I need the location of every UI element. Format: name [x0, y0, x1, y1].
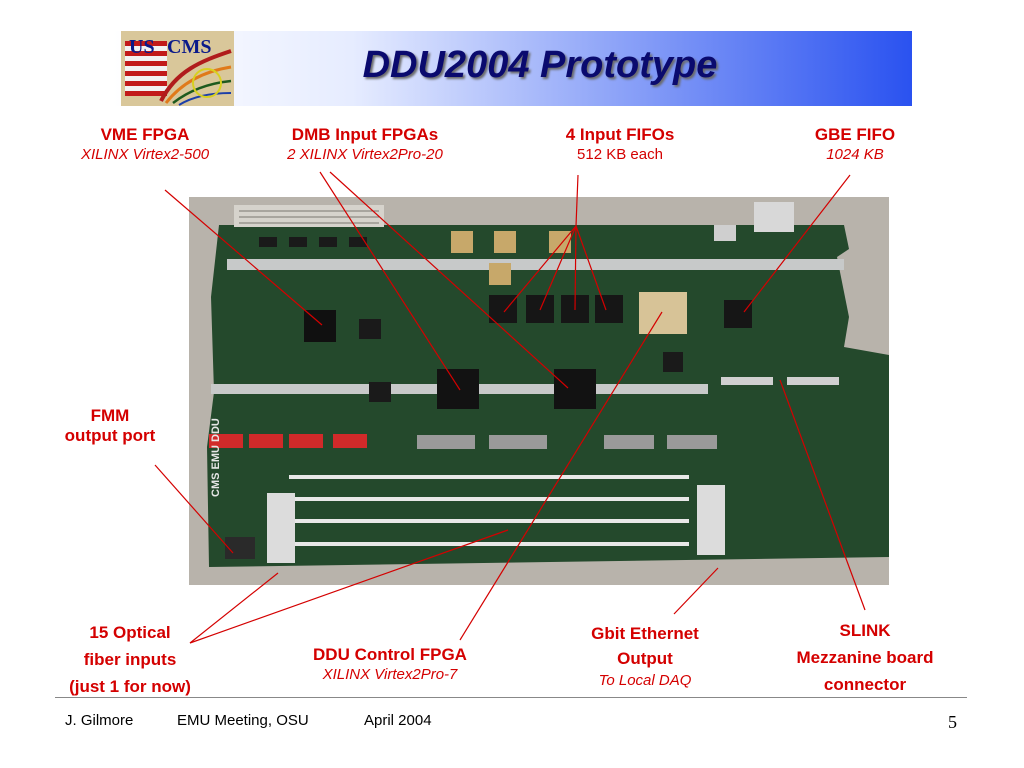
label-dmb-input-fpgas: DMB Input FPGAs 2 XILINX Virtex2Pro-20 — [250, 125, 480, 165]
vme-fpga-chip — [304, 310, 336, 342]
input-fifo-chip-2 — [526, 295, 554, 323]
label-vme-fpga-title: VME FPGA — [100, 125, 190, 144]
label-fmm-line1: FMM — [90, 406, 130, 425]
slide-title: DDU2004 Prototype — [362, 44, 718, 86]
footer-divider — [55, 697, 967, 698]
label-ddu-control-title: DDU Control FPGA — [313, 645, 467, 664]
slink-connector-right — [787, 377, 839, 385]
label-optical-inputs: 15 Optical fiber inputs (just 1 for now) — [40, 619, 220, 700]
ddu-board-photo: CMS EMU DDU — [189, 197, 889, 585]
page-number: 5 — [948, 712, 957, 732]
logo-cms-text: CMS — [167, 36, 211, 58]
dmb-input-fpga-1 — [437, 369, 479, 409]
board-silkscreen-label: CMS EMU DDU — [210, 418, 222, 497]
input-fifo-chip-3 — [561, 295, 589, 323]
input-fifo-chip-4 — [595, 295, 623, 323]
dip-switch-2 — [249, 434, 283, 448]
uscms-logo: US CMS — [121, 31, 234, 106]
label-optical-line1: 15 Optical — [89, 623, 171, 642]
label-gbe-fifo-sub: 1024 KB — [826, 146, 884, 163]
gbit-ethernet-transceiver — [697, 485, 725, 555]
label-slink-line2: Mezzanine board — [796, 648, 934, 667]
label-slink-line1: SLINK — [839, 621, 891, 640]
label-dmb-input-sub: 2 XILINX Virtex2Pro-20 — [287, 146, 443, 163]
footer-date: April 2004 — [364, 712, 432, 729]
label-gbit-line1: Gbit Ethernet — [591, 624, 699, 643]
ddu-control-fpga-chip — [639, 292, 687, 334]
label-ddu-control-fpga: DDU Control FPGA XILINX Virtex2Pro-7 — [280, 645, 500, 685]
label-fmm-line2: output port — [64, 426, 156, 445]
label-gbe-fifo-title: GBE FIFO — [814, 125, 896, 144]
label-gbe-fifo: GBE FIFO 1024 KB — [780, 125, 930, 165]
label-slink-line3: connector — [823, 675, 907, 694]
slink-connector-left — [721, 377, 773, 385]
label-input-fifos-sub: 512 KB each — [577, 146, 663, 163]
dip-switch-1 — [209, 434, 243, 448]
fmm-output-port — [225, 537, 255, 559]
footer-meeting: EMU Meeting, OSU — [177, 712, 309, 729]
gbe-fifo-chip — [724, 300, 752, 328]
label-optical-line2: fiber inputs — [83, 650, 177, 669]
dmb-input-fpga-2 — [554, 369, 596, 409]
label-slink: SLINK Mezzanine board connector — [765, 617, 965, 698]
top-connector — [754, 202, 794, 232]
stiffener-rail-top — [227, 259, 844, 270]
footer-author: J. Gilmore — [65, 712, 134, 729]
label-dmb-input-title: DMB Input FPGAs — [291, 125, 439, 144]
vme-connector — [234, 205, 384, 227]
input-fifo-chip-1 — [489, 295, 517, 323]
label-gbit-line2: Output — [617, 649, 673, 668]
label-gbit-sub: To Local DAQ — [598, 672, 692, 689]
label-vme-fpga-sub: XILINX Virtex2-500 — [80, 146, 210, 163]
label-vme-fpga: VME FPGA XILINX Virtex2-500 — [55, 125, 235, 165]
label-optical-line3: (just 1 for now) — [69, 677, 191, 696]
label-input-fifos: 4 Input FIFOs 512 KB each — [520, 125, 720, 165]
detector-event-icon — [159, 49, 232, 106]
dip-switch-3 — [289, 434, 323, 448]
dip-switch-4 — [333, 434, 367, 448]
flag-stripes-icon — [125, 41, 167, 96]
logo-us-text: US — [129, 36, 155, 58]
optical-fiber-transceiver — [267, 493, 295, 563]
title-banner — [112, 31, 912, 106]
label-gbit-ethernet: Gbit Ethernet Output To Local DAQ — [560, 621, 730, 691]
label-ddu-control-sub: XILINX Virtex2Pro-7 — [322, 666, 458, 683]
label-fmm: FMM output port — [40, 406, 180, 446]
label-input-fifos-title: 4 Input FIFOs — [565, 125, 675, 144]
